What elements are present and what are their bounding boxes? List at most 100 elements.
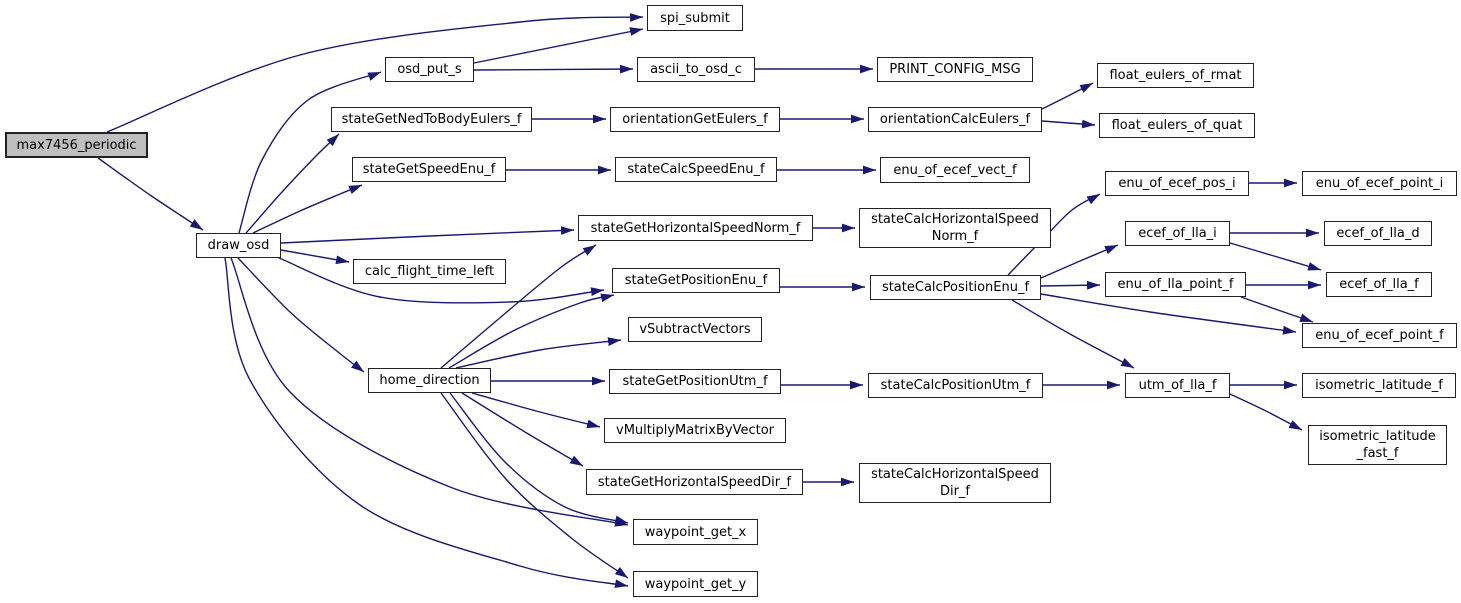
- node-label: vMultiplyMatrixByVector: [616, 423, 774, 438]
- node-float_eulers_of_quat[interactable]: float_eulers_of_quat: [1099, 113, 1255, 138]
- node-label: isometric_latitude: [1319, 429, 1436, 444]
- edge-draw_osd--stateGetHorizontalSpeedNorm_f: [280, 226, 575, 244]
- edge-draw_osd--calc_flight_time_left: [280, 249, 350, 265]
- edge-home_direction--waypoint_get_x: [449, 392, 629, 525]
- node-vSubtractVectors[interactable]: vSubtractVectors: [628, 317, 762, 342]
- node-stateGetHorizontalSpeedDir_f[interactable]: stateGetHorizontalSpeedDir_f: [586, 469, 803, 495]
- node-ecef_of_lla_i[interactable]: ecef_of_lla_i: [1125, 221, 1230, 246]
- node-label: waypoint_get_x: [644, 524, 747, 540]
- node-stateGetSpeedEnu_f[interactable]: stateGetSpeedEnu_f: [352, 157, 506, 182]
- node-label: calc_flight_time_left: [364, 264, 495, 279]
- node-ecef_of_lla_d[interactable]: ecef_of_lla_d: [1324, 221, 1432, 246]
- node-PRINT_CONFIG_MSG[interactable]: PRINT_CONFIG_MSG: [877, 57, 1033, 82]
- node-enu_of_ecef_pos_i[interactable]: enu_of_ecef_pos_i: [1105, 171, 1249, 196]
- node-label: utm_of_lla_f: [1138, 378, 1217, 393]
- node-label: PRINT_CONFIG_MSG: [889, 62, 1021, 77]
- edge-stateCalcPositionEnu_f--ecef_of_lla_i: [1040, 244, 1119, 279]
- edge-osd_put_s--spi_submit: [473, 27, 644, 64]
- node-label: enu_of_ecef_point_i: [1315, 176, 1444, 191]
- edge-stateCalcPositionEnu_f--enu_of_ecef_pos_i: [1007, 193, 1101, 276]
- node-label: float_eulers_of_quat: [1111, 118, 1243, 133]
- node-stateGetPositionEnu_f[interactable]: stateGetPositionEnu_f: [612, 268, 780, 293]
- node-label: spi_submit: [660, 10, 730, 26]
- node-max7456_periodic: max7456_periodic: [5, 132, 148, 158]
- edge-ecef_of_lla_i--ecef_of_lla_f: [1229, 242, 1322, 271]
- edge-draw_osd--home_direction: [237, 257, 365, 373]
- node-enu_of_lla_point_f[interactable]: enu_of_lla_point_f: [1105, 272, 1246, 297]
- node-label: float_eulers_of_rmat: [1109, 68, 1242, 83]
- node-label: stateGetHorizontalSpeedDir_f: [597, 474, 792, 490]
- node-label: stateGetPositionEnu_f: [624, 273, 768, 288]
- node-vMultiplyMatrixByVector[interactable]: vMultiplyMatrixByVector: [604, 418, 786, 443]
- edge-enu_of_lla_point_f--enu_of_ecef_point_f: [1240, 296, 1314, 323]
- node-label: waypoint_get_y: [644, 576, 747, 592]
- node-isometric_latitude_fast_f[interactable]: isometric_latitude _fast_f: [1308, 425, 1447, 465]
- node-label: stateCalcHorizontalSpeed: [871, 212, 1039, 227]
- node-label: enu_of_ecef_point_f: [1315, 328, 1444, 343]
- node-stateGetHorizontalSpeedNorm_f[interactable]: stateGetHorizontalSpeedNorm_f: [578, 215, 813, 241]
- edge-utm_of_lla_f--isometric_latitude_fast_f: [1229, 393, 1303, 431]
- node-label: isometric_latitude_f: [1315, 378, 1443, 393]
- node-label: ecef_of_lla_f: [1339, 277, 1419, 292]
- edge-orientationCalcEulers_f--float_eulers_of_rmat: [1041, 82, 1094, 110]
- node-float_eulers_of_rmat[interactable]: float_eulers_of_rmat: [1097, 63, 1254, 88]
- edge-draw_osd--stateGetPositionEnu_f: [278, 257, 605, 304]
- edge-draw_osd--osd_put_s: [238, 71, 382, 234]
- edge-draw_osd--waypoint_get_x: [230, 257, 629, 527]
- node-label: vSubtractVectors: [639, 322, 751, 337]
- node-label: ecef_of_lla_i: [1138, 226, 1217, 241]
- node-orientationGetEulers_f[interactable]: orientationGetEulers_f: [610, 107, 780, 132]
- edge-home_direction--vSubtractVectors: [455, 337, 622, 369]
- node-spi_submit[interactable]: spi_submit: [647, 5, 743, 31]
- node-home_direction[interactable]: home_direction: [368, 368, 491, 393]
- node-stateCalcPositionEnu_f[interactable]: stateCalcPositionEnu_f: [870, 275, 1041, 300]
- node-osd_put_s[interactable]: osd_put_s: [385, 57, 474, 82]
- node-waypoint_get_x[interactable]: waypoint_get_x: [633, 519, 758, 545]
- edge-draw_osd--waypoint_get_y: [224, 257, 629, 588]
- node-calc_flight_time_left[interactable]: calc_flight_time_left: [353, 259, 506, 284]
- node-label: stateGetHorizontalSpeedNorm_f: [590, 220, 801, 236]
- edge-draw_osd--stateGetSpeedEnu_f: [252, 184, 363, 234]
- node-label: stateCalcSpeedEnu_f: [627, 162, 765, 177]
- node-enu_of_ecef_vect_f[interactable]: enu_of_ecef_vect_f: [880, 157, 1030, 183]
- node-label: enu_of_ecef_vect_f: [893, 162, 1017, 178]
- node-label: draw_osd: [207, 238, 270, 253]
- node-utm_of_lla_f[interactable]: utm_of_lla_f: [1125, 373, 1230, 398]
- node-label: max7456_periodic: [16, 137, 137, 153]
- edge-max7456_periodic--draw_osd: [97, 157, 204, 231]
- edge-osd_put_s--ascii_to_osd_c: [473, 64, 634, 74]
- edge-orientationCalcEulers_f--float_eulers_of_quat: [1041, 119, 1096, 129]
- node-label: Dir_f: [939, 484, 971, 499]
- node-ascii_to_osd_c[interactable]: ascii_to_osd_c: [637, 57, 755, 82]
- node-enu_of_ecef_point_f[interactable]: enu_of_ecef_point_f: [1302, 323, 1457, 348]
- node-ecef_of_lla_f[interactable]: ecef_of_lla_f: [1326, 272, 1432, 297]
- node-label: orientationCalcEulers_f: [879, 112, 1031, 127]
- node-label: home_direction: [379, 373, 480, 388]
- node-label: stateCalcHorizontalSpeed: [871, 467, 1039, 482]
- node-stateCalcSpeedEnu_f[interactable]: stateCalcSpeedEnu_f: [615, 157, 777, 182]
- node-waypoint_get_y[interactable]: waypoint_get_y: [633, 571, 758, 597]
- node-label: stateGetNedToBodyEulers_f: [341, 112, 522, 127]
- edge-draw_osd--stateGetNedToBodyEulers_f: [245, 133, 340, 234]
- node-label: enu_of_ecef_pos_i: [1118, 176, 1236, 191]
- node-label: ecef_of_lla_d: [1336, 226, 1420, 241]
- node-stateGetNedToBodyEulers_f[interactable]: stateGetNedToBodyEulers_f: [331, 107, 532, 132]
- edge-home_direction--stateGetHorizontalSpeedNorm_f: [440, 244, 597, 369]
- node-stateCalcPositionUtm_f[interactable]: stateCalcPositionUtm_f: [868, 373, 1043, 398]
- node-label: orientationGetEulers_f: [622, 112, 768, 127]
- node-enu_of_ecef_point_i[interactable]: enu_of_ecef_point_i: [1302, 171, 1457, 196]
- node-label: enu_of_lla_point_f: [1117, 277, 1234, 292]
- node-label: _fast_f: [1356, 446, 1399, 461]
- edge-home_direction--waypoint_get_y: [440, 392, 629, 579]
- node-draw_osd[interactable]: draw_osd: [196, 233, 281, 258]
- node-isometric_latitude_f[interactable]: isometric_latitude_f: [1302, 373, 1456, 398]
- node-orientationCalcEulers_f[interactable]: orientationCalcEulers_f: [868, 107, 1042, 132]
- node-stateGetPositionUtm_f[interactable]: stateGetPositionUtm_f: [609, 369, 781, 394]
- node-label: ascii_to_osd_c: [650, 62, 742, 77]
- edge-stateCalcPositionEnu_f--enu_of_lla_point_f: [1040, 280, 1101, 290]
- node-label: osd_put_s: [397, 62, 462, 77]
